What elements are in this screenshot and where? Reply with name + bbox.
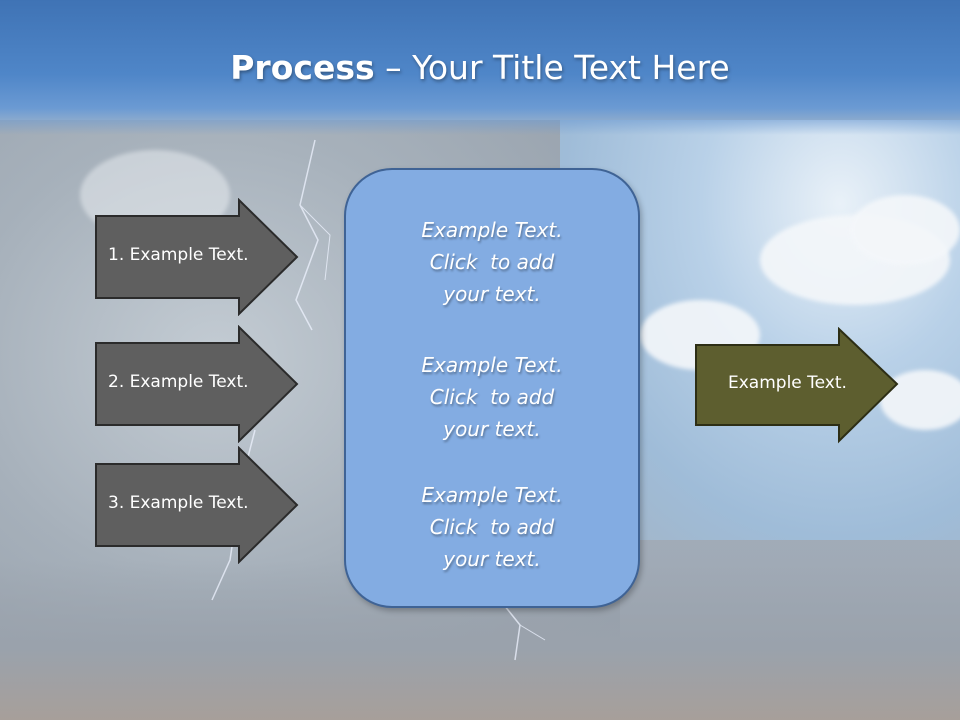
panel-line: Example Text. [421,483,563,507]
arrow-label: 1. Example Text. [108,245,249,265]
arrow-step-2[interactable]: 2. Example Text. [94,325,302,443]
arrow-label: 2. Example Text. [108,372,249,392]
arrow-step-1[interactable]: 1. Example Text. [94,198,302,316]
panel-text-block: Example Text. Click to add your text. [346,479,638,575]
title-bold: Process [230,48,375,87]
arrow-right-icon [95,198,299,316]
process-panel[interactable]: Example Text. Click to add your text. Ex… [344,168,640,608]
arrow-right-icon [695,327,899,444]
panel-line: Click to add [429,250,555,274]
panel-line: your text. [443,417,541,441]
panel-text-block: Example Text. Click to add your text. [346,349,638,445]
arrow-label: Example Text. [728,373,847,393]
panel-text-block: Example Text. Click to add your text. [346,214,638,310]
arrow-step-3[interactable]: 3. Example Text. [94,446,302,564]
arrow-label: 3. Example Text. [108,493,249,513]
arrow-right-icon [95,325,299,443]
panel-line: Click to add [429,515,555,539]
panel-line: your text. [443,547,541,571]
title-rest: – Your Title Text Here [374,48,730,87]
cloud [850,195,960,265]
panel-line: your text. [443,282,541,306]
slide-title[interactable]: Process – Your Title Text Here [0,48,960,87]
arrow-right-icon [95,446,299,564]
arrow-output[interactable]: Example Text. [694,327,902,445]
panel-line: Example Text. [421,218,563,242]
title-banner [0,0,960,135]
panel-line: Click to add [429,385,555,409]
panel-line: Example Text. [421,353,563,377]
